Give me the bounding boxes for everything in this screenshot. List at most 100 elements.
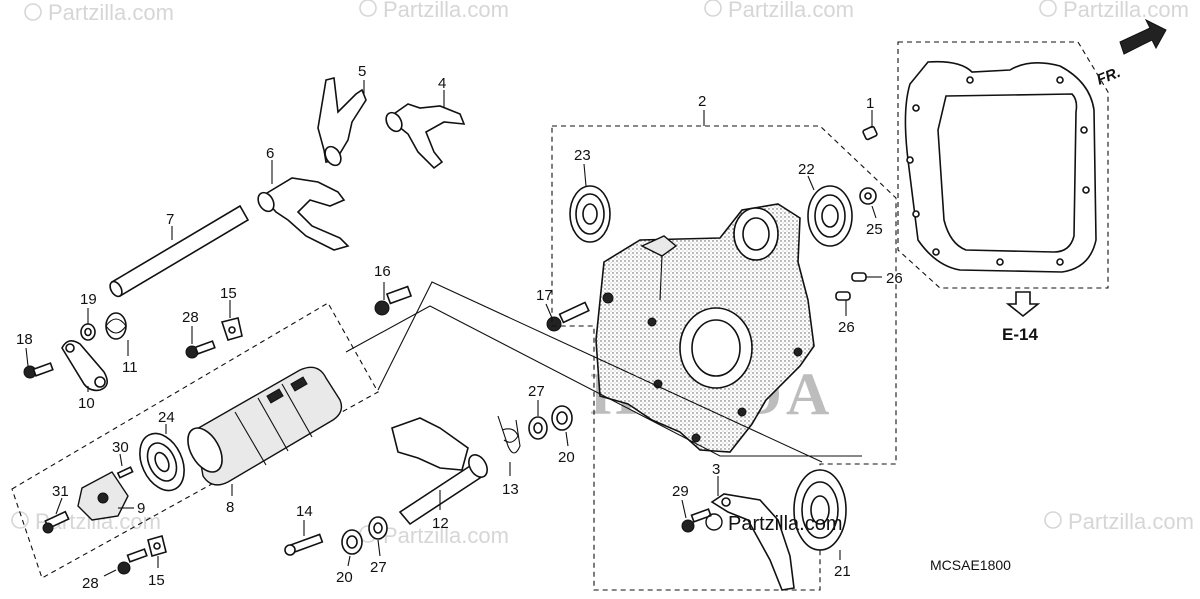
callout-4: 4 bbox=[438, 75, 446, 92]
callout-15-lower: 15 bbox=[148, 572, 165, 589]
bolt-28-upper bbox=[185, 340, 216, 359]
callout-2: 2 bbox=[698, 93, 706, 110]
bearing-21 bbox=[793, 469, 847, 551]
callout-28-lower: 28 bbox=[82, 575, 99, 592]
seal-27-upper bbox=[528, 416, 548, 440]
bolt-17 bbox=[546, 301, 590, 332]
callout-18: 18 bbox=[16, 331, 33, 348]
shift-fork-6 bbox=[257, 177, 350, 251]
watermark-text: Partzilla.com bbox=[728, 0, 854, 22]
callout-19: 19 bbox=[80, 291, 97, 308]
plate-15-upper bbox=[220, 317, 243, 341]
bolt-28-lower bbox=[117, 548, 148, 575]
callout-21: 21 bbox=[834, 563, 851, 580]
shift-drum-group-frame bbox=[11, 302, 379, 579]
callout-22: 22 bbox=[798, 161, 815, 178]
assembly-relation-lines bbox=[345, 281, 862, 463]
callout-24: 24 bbox=[158, 409, 175, 426]
plate-15-lower bbox=[147, 535, 167, 557]
watermark-top-1: Partzilla.com bbox=[24, 0, 174, 25]
watermark-bottom-3: Partzilla.com bbox=[1044, 509, 1194, 534]
pin-30 bbox=[116, 466, 134, 479]
dowel-26-lower bbox=[835, 291, 851, 301]
callout-28-upper: 28 bbox=[182, 309, 199, 326]
callout-15-upper: 15 bbox=[220, 285, 237, 302]
callout-11: 11 bbox=[122, 359, 138, 376]
callout-5: 5 bbox=[358, 63, 366, 80]
down-arrow-icon bbox=[1005, 291, 1041, 318]
reference-label: E-14 bbox=[1002, 325, 1038, 344]
bolt-16 bbox=[374, 285, 413, 316]
callout-20-upper: 20 bbox=[558, 449, 575, 466]
callout-14: 14 bbox=[296, 503, 313, 520]
stopper-arm-10 bbox=[61, 340, 108, 392]
brand-watermark-text: Partzilla.com bbox=[728, 513, 842, 535]
callout-20-lower: 20 bbox=[336, 569, 353, 586]
seal-27-lower bbox=[368, 516, 388, 540]
bolt-31 bbox=[42, 510, 70, 534]
pin-14 bbox=[284, 533, 324, 556]
callout-26-upper: 26 bbox=[886, 270, 903, 287]
fork-shaft-7 bbox=[109, 204, 250, 298]
dowel-1 bbox=[862, 125, 878, 141]
front-direction-indicator: FR. bbox=[1094, 18, 1167, 89]
spring-11 bbox=[105, 312, 127, 340]
washer-19 bbox=[80, 323, 96, 341]
shift-spindle-12 bbox=[391, 417, 488, 526]
transmission-cover bbox=[595, 203, 815, 453]
watermark-top-2: Partzilla.com bbox=[359, 0, 509, 22]
callout-17: 17 bbox=[536, 287, 553, 304]
bearing-24 bbox=[139, 432, 185, 492]
brand-watermark: Partzilla.com bbox=[705, 513, 842, 535]
shift-drum bbox=[187, 366, 343, 486]
watermark-text: Partzilla.com bbox=[1068, 509, 1194, 534]
watermark-top-4: Partzilla.com bbox=[1039, 0, 1189, 22]
callout-31: 31 bbox=[52, 483, 69, 500]
front-label: FR. bbox=[1094, 64, 1123, 89]
watermark-text: Partzilla.com bbox=[48, 0, 174, 25]
diagram-code: MCSAE1800 bbox=[930, 557, 1011, 573]
callout-9: 9 bbox=[137, 500, 145, 517]
front-arrow-icon bbox=[1119, 18, 1167, 55]
callout-13: 13 bbox=[502, 481, 519, 498]
callout-30: 30 bbox=[112, 439, 129, 456]
callout-26-lower: 26 bbox=[838, 319, 855, 336]
watermark-top-3: Partzilla.com bbox=[704, 0, 854, 22]
watermark-text: Partzilla.com bbox=[383, 0, 509, 22]
callout-1: 1 bbox=[866, 95, 874, 112]
watermark-bottom-2: Partzilla.com bbox=[359, 523, 509, 548]
washer-20-upper bbox=[551, 405, 573, 431]
dowel-26-upper bbox=[851, 272, 867, 282]
callout-12: 12 bbox=[432, 515, 449, 532]
gasket bbox=[904, 60, 1097, 273]
bolt-18 bbox=[23, 362, 54, 379]
reference-e14: E-14 bbox=[1002, 291, 1041, 344]
bearing-23 bbox=[569, 185, 611, 243]
callout-27-upper: 27 bbox=[528, 383, 545, 400]
washer-20-lower bbox=[341, 529, 363, 555]
nut-25 bbox=[859, 187, 877, 205]
watermark-text: Partzilla.com bbox=[383, 523, 509, 548]
callout-6: 6 bbox=[266, 145, 274, 162]
callout-8: 8 bbox=[226, 499, 234, 516]
callout-10: 10 bbox=[78, 395, 95, 412]
drum-center-9 bbox=[77, 471, 129, 521]
callout-25: 25 bbox=[866, 221, 883, 238]
callout-3: 3 bbox=[712, 461, 720, 478]
bolt-29 bbox=[681, 508, 712, 533]
bearing-22 bbox=[807, 185, 853, 247]
gasket-frame bbox=[897, 41, 1109, 289]
callout-7: 7 bbox=[166, 211, 174, 228]
shift-fork-5 bbox=[317, 77, 367, 167]
shift-fork-4 bbox=[385, 103, 466, 170]
callouts: 1 2 3 4 5 6 7 8 9 10 11 12 13 bbox=[16, 63, 903, 592]
callout-23: 23 bbox=[574, 147, 591, 164]
watermark-text: Partzilla.com bbox=[1063, 0, 1189, 22]
return-spring-13 bbox=[497, 415, 521, 454]
callout-16: 16 bbox=[374, 263, 391, 280]
bearing-holder-3 bbox=[710, 493, 795, 591]
callout-27-lower: 27 bbox=[370, 559, 387, 576]
callout-29: 29 bbox=[672, 483, 689, 500]
